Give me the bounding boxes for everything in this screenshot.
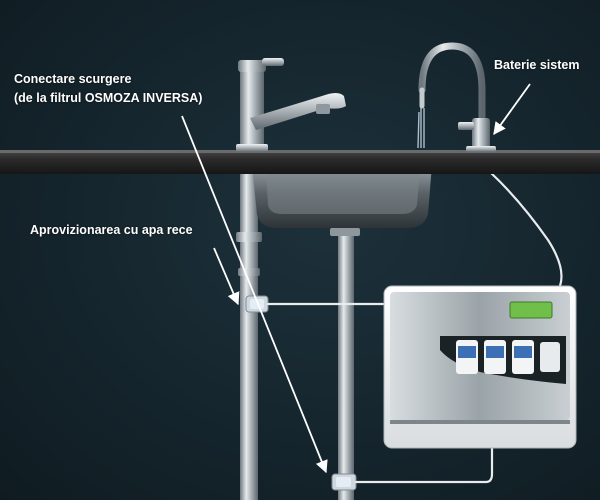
water-stream <box>417 108 425 149</box>
drain-saddle-valve <box>331 473 357 491</box>
cold-water-pipe <box>236 170 262 500</box>
filter-faucet-icon <box>417 42 496 152</box>
arrow-cold-water <box>213 247 240 306</box>
countertop <box>0 150 600 174</box>
filter-cartridges <box>456 340 560 374</box>
cold-water-valve <box>245 295 269 313</box>
callout-drain-connection: Conectare scurgere (de la filtrul OSMOZA… <box>14 70 202 108</box>
callout-faucet-system: Baterie sistem <box>494 58 580 72</box>
callout-arrows <box>181 83 531 474</box>
reverse-osmosis-unit-icon <box>383 285 577 449</box>
arrow-drain-connection <box>181 115 328 474</box>
arrow-faucet-system <box>493 83 531 136</box>
callout-drain-line2: (de la filtrul OSMOZA INVERSA) <box>14 91 203 105</box>
display-screen <box>509 301 553 319</box>
kitchen-faucet-icon <box>236 58 346 152</box>
callout-drain-line1: Conectare scurgere <box>14 72 132 86</box>
drain-pipe <box>333 226 359 500</box>
callout-cold-water-supply: Aprovizionarea cu apa rece <box>30 223 193 237</box>
tubing <box>266 170 563 484</box>
sink-icon <box>252 165 432 236</box>
